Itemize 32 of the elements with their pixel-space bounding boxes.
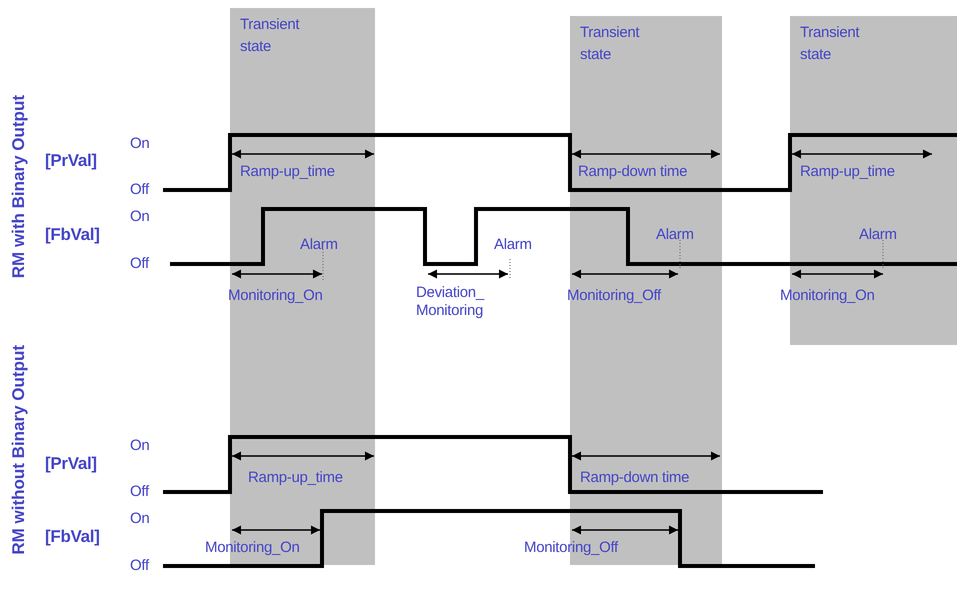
state-label: On: [130, 510, 150, 528]
alarm-label: Alarm: [859, 226, 897, 244]
state-label: Off: [130, 557, 149, 575]
duration-label: Monitoring_Off: [567, 287, 661, 305]
duration-label: Monitoring_On: [205, 539, 300, 557]
duration-label: Ramp-up_time: [248, 469, 343, 487]
state-label: On: [130, 208, 150, 226]
duration-label: Monitoring_On: [228, 287, 322, 305]
duration-label: Deviation_ Monitoring: [416, 284, 486, 320]
alarm-label: Alarm: [656, 226, 694, 244]
alarm-label: Alarm: [300, 236, 338, 254]
duration-label: Ramp-down time: [580, 469, 690, 487]
duration-label: Ramp-up_time: [800, 163, 895, 181]
band-label: Transient state: [800, 23, 860, 65]
signal-name: [PrVal]: [45, 152, 97, 170]
state-label: Off: [130, 483, 149, 501]
band-label: Transient state: [580, 23, 640, 65]
state-label: Off: [130, 181, 149, 199]
state-label: Off: [130, 255, 149, 273]
state-label: On: [130, 135, 150, 153]
band-label: Transient state: [240, 15, 300, 57]
duration-label: Ramp-down time: [578, 163, 688, 181]
row-title: RM with Binary Output: [10, 95, 28, 278]
alarm-label: Alarm: [494, 236, 532, 254]
duration-label: Monitoring_Off: [524, 539, 618, 557]
signal-name: [PrVal]: [45, 455, 97, 473]
signal-name: [FbVal]: [45, 226, 100, 244]
duration-label: Ramp-up_time: [240, 163, 335, 181]
duration-label: Monitoring_On: [780, 287, 874, 305]
row-title: RM without Binary Output: [10, 345, 28, 555]
state-label: On: [130, 437, 150, 455]
signal-name: [FbVal]: [45, 528, 100, 546]
